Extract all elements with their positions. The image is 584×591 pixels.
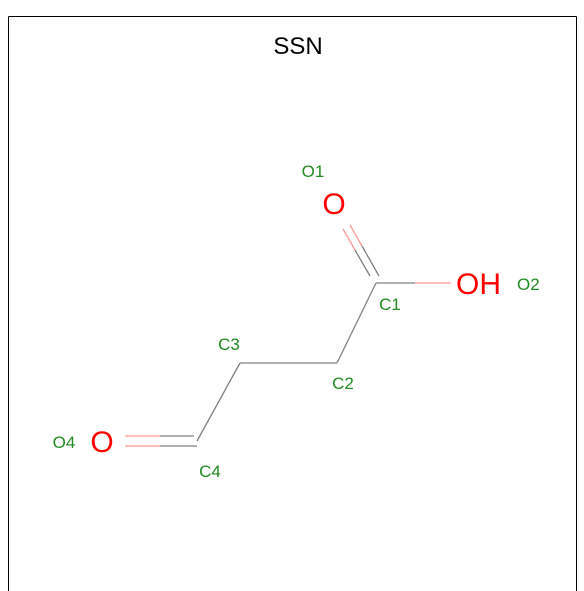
atom-o4-symbol: O [90,426,113,459]
molecule-title: SSN [273,33,322,60]
atom-label-c3: C3 [218,335,240,354]
atom-label-c4: C4 [199,462,221,481]
bond-c4-o4 [125,435,197,447]
atom-o2-symbol: OH [456,268,501,301]
atom-label-c1: C1 [379,295,401,314]
bond-c1-o1 [342,224,380,277]
atom-label-o1: O1 [302,162,325,181]
atom-label-o4: O4 [53,433,76,452]
atom-label-c2: C2 [332,374,354,393]
atom-label-o2: O2 [517,275,540,294]
atom-o1-symbol: O [322,188,345,221]
bond-c3-c4 [196,362,241,442]
bond-c1-c2 [336,282,377,364]
